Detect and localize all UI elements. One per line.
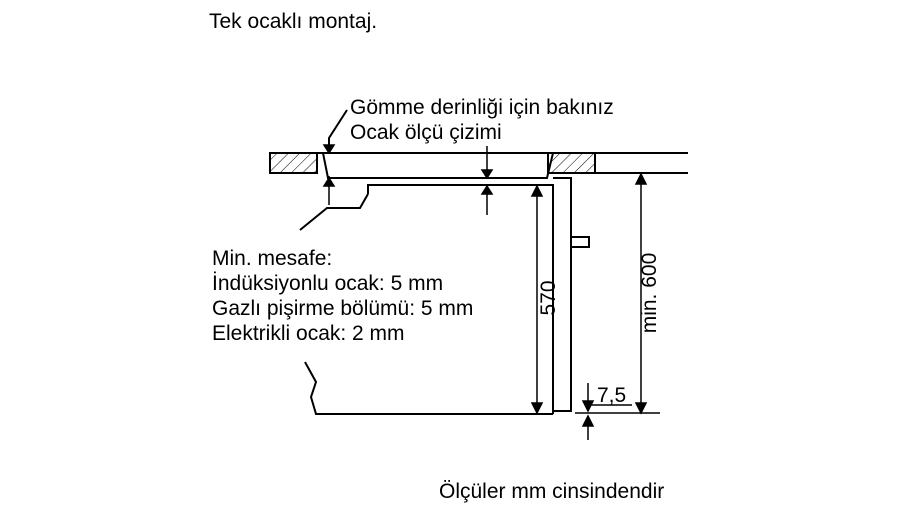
min-distance-heading: Min. mesafe: xyxy=(212,247,333,270)
worktop-left xyxy=(269,152,318,174)
units-note: Ölçüler mm cinsindendir xyxy=(439,480,665,503)
dimension-min-600-label: min. 600 xyxy=(638,253,661,334)
oven-rear-top xyxy=(299,193,369,231)
worktop-right xyxy=(547,152,596,174)
oven-bottom xyxy=(304,361,553,415)
dimension-min-600 xyxy=(575,172,660,415)
dimension-570-label: 570 xyxy=(537,280,560,315)
min-distance-induction: İndüksiyonlu ocak: 5 mm xyxy=(212,272,444,295)
dimension-7-5 xyxy=(581,383,632,440)
diagram-title: Tek ocaklı montaj. xyxy=(209,10,378,33)
oven-top xyxy=(367,184,554,194)
dimension-7-5-label: 7,5 xyxy=(597,384,626,407)
min-distance-gas: Gazlı pişirme bölümü: 5 mm xyxy=(212,297,474,320)
oven-door xyxy=(553,177,572,412)
dimension-570 xyxy=(530,184,544,415)
hob-depth-note-line2: Ocak ölçü çizimi xyxy=(350,121,502,144)
oven-handle xyxy=(570,236,590,248)
min-distance-electric: Elektrikli ocak: 2 mm xyxy=(212,322,405,345)
hob-outline xyxy=(317,152,554,179)
hob-depth-note-line1: Gömme derinliği için bakınız xyxy=(350,96,614,119)
